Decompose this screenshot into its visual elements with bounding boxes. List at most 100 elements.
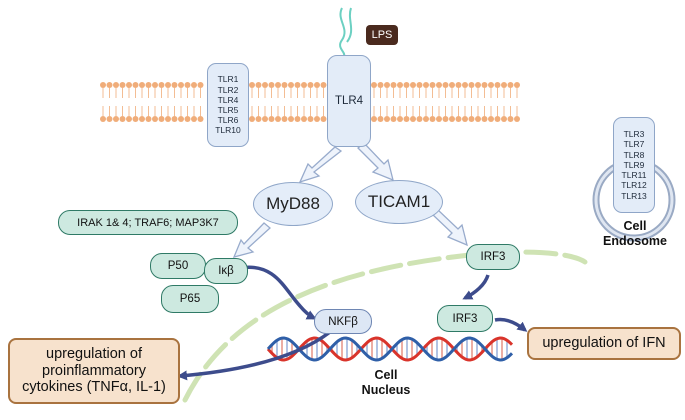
lipid-head xyxy=(507,82,514,88)
lipid-head xyxy=(275,116,281,122)
hollow-arrow-to-ticam1 xyxy=(357,142,394,182)
lipid-head xyxy=(307,116,314,122)
lipid-head xyxy=(178,82,184,88)
p50-subunit: P50 xyxy=(150,253,206,279)
arrow-irf3-to-ifn xyxy=(494,317,528,332)
lipid-head xyxy=(410,116,416,122)
lipid-head xyxy=(191,82,197,88)
lipid-head xyxy=(191,116,197,122)
lipid-head xyxy=(113,82,119,88)
tlr4-receptor: TLR4 xyxy=(327,55,371,147)
lipid-head xyxy=(268,116,275,122)
tlr-label: TLR11 xyxy=(621,170,647,181)
lipid-head xyxy=(294,116,301,122)
lipid-head xyxy=(514,116,520,122)
lipid-head xyxy=(132,116,139,122)
ifn-upregulation-box: upregulation of IFN xyxy=(527,327,681,360)
lipid-head xyxy=(501,116,507,122)
lipid-head xyxy=(384,82,390,88)
lipid-head xyxy=(403,82,410,88)
lipid-head xyxy=(462,82,468,88)
lipid-head xyxy=(165,82,171,88)
tlr-label: TLR12 xyxy=(621,180,647,191)
tlr-label: TLR5 xyxy=(217,105,239,115)
lipid-head xyxy=(468,82,475,88)
lipid-head xyxy=(429,116,436,122)
tlr-label: TLR3 xyxy=(623,129,645,140)
lipid-head xyxy=(145,82,152,88)
arrow-ikb-to-nfkb xyxy=(239,265,317,320)
tlr-label: TLR1 xyxy=(217,74,239,85)
lipid-head xyxy=(416,82,423,88)
lipid-head xyxy=(462,116,468,122)
lipid-head xyxy=(158,82,165,88)
lipid-head xyxy=(132,82,139,88)
lipid-head xyxy=(288,82,294,88)
lipid-head xyxy=(314,116,320,122)
lipid-head xyxy=(197,82,204,88)
lipid-head xyxy=(158,116,165,122)
lipid-head xyxy=(197,116,204,122)
lipid-head xyxy=(423,82,429,88)
lipid-head xyxy=(255,82,262,88)
lipid-head xyxy=(403,116,410,122)
lipid-head xyxy=(436,116,442,122)
p65-subunit: P65 xyxy=(161,285,219,313)
tlr-label: TLR9 xyxy=(623,159,645,170)
lipid-head xyxy=(320,116,327,122)
hollow-arrow-to-ikb xyxy=(232,222,271,258)
lipid-head xyxy=(494,116,501,122)
lipid-head xyxy=(106,116,113,122)
lipid-head xyxy=(281,82,288,88)
lipid-head xyxy=(119,116,126,122)
irf3-cytoplasmic: IRF3 xyxy=(466,244,520,270)
tlr-label: TLR13 xyxy=(621,190,647,201)
lipid-head xyxy=(507,116,514,122)
hollow-arrow-to-myd88 xyxy=(298,146,343,184)
ticam1-adaptor: TICAM1 xyxy=(355,180,443,224)
irf3-nuclear: IRF3 xyxy=(437,305,493,332)
membrane-tlr-group: TLR1 TLR2 TLR4 TLR5 TLR6 TLR10 xyxy=(207,63,249,147)
lipid-head xyxy=(397,116,403,122)
dna-helix xyxy=(266,336,514,362)
lipid-head xyxy=(488,116,494,122)
lipid-head xyxy=(416,116,423,122)
lipid-head xyxy=(314,82,320,88)
lipid-head xyxy=(184,116,191,122)
lipid-head xyxy=(384,116,390,122)
nucleus-label: Cell Nucleus xyxy=(361,368,411,397)
tlr-label: TLR2 xyxy=(217,84,239,95)
tlr4-label: TLR4 xyxy=(334,94,364,107)
lps-label: LPS xyxy=(366,25,398,45)
lipid-head xyxy=(390,82,397,88)
lipid-head xyxy=(165,116,171,122)
lipid-head xyxy=(288,116,294,122)
nuclear-envelope xyxy=(182,249,588,403)
lipid-head xyxy=(455,82,462,88)
dna-strand xyxy=(266,336,514,362)
lps-tail xyxy=(339,7,346,57)
lipid-head xyxy=(152,82,158,88)
tlr-label: TLR8 xyxy=(623,149,645,160)
nfkb-factor: NKFβ xyxy=(314,309,372,334)
lipid-head xyxy=(100,82,106,88)
endosome-label: Cell Endosome xyxy=(603,219,667,248)
lipid-head xyxy=(377,82,384,88)
lipid-head xyxy=(371,116,377,122)
arrow-irf3-translocation xyxy=(462,274,490,300)
lipid-head xyxy=(152,116,158,122)
lipid-head xyxy=(281,116,288,122)
lipid-head xyxy=(113,116,119,122)
lipid-head xyxy=(436,82,442,88)
lipid-head xyxy=(397,82,403,88)
arrow-nfkb-to-cytokines xyxy=(177,330,332,381)
lipid-head xyxy=(449,82,455,88)
lipid-head xyxy=(184,82,191,88)
lipid-head xyxy=(301,82,307,88)
lipid-head xyxy=(514,82,520,88)
lipid-head xyxy=(442,116,449,122)
lipid-head xyxy=(139,82,145,88)
lipid-head xyxy=(171,116,178,122)
lipid-head xyxy=(294,82,301,88)
